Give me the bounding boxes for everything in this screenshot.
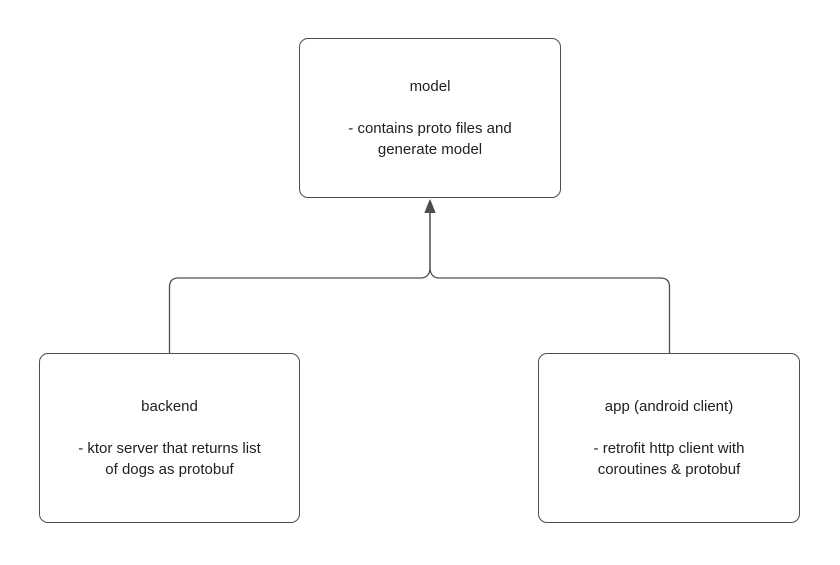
node-title: model xyxy=(409,78,451,95)
node-title: app (android client) xyxy=(604,398,734,415)
node-desc-line: generate model xyxy=(377,141,483,158)
edge-backend-to-model[interactable] xyxy=(168,211,431,354)
node-desc-line: - contains proto files and xyxy=(348,120,512,137)
edge-app-to-model[interactable] xyxy=(429,211,671,354)
node-title: backend xyxy=(141,398,198,415)
node-description: - retrofit http client with coroutines &… xyxy=(594,438,745,480)
node-description: - ktor server that returns list of dogs … xyxy=(78,438,261,480)
node-desc-line: - ktor server that returns list xyxy=(78,440,261,457)
node-model[interactable]: model - contains proto files and generat… xyxy=(299,38,561,198)
node-description: - contains proto files and generate mode… xyxy=(348,118,511,160)
arrow-up-icon xyxy=(424,199,436,213)
node-desc-line: coroutines & protobuf xyxy=(597,461,741,478)
node-desc-line: - retrofit http client with xyxy=(593,440,745,457)
node-app[interactable]: app (android client) - retrofit http cli… xyxy=(538,353,800,523)
node-desc-line: of dogs as protobuf xyxy=(105,461,234,478)
node-backend[interactable]: backend - ktor server that returns list … xyxy=(39,353,300,523)
